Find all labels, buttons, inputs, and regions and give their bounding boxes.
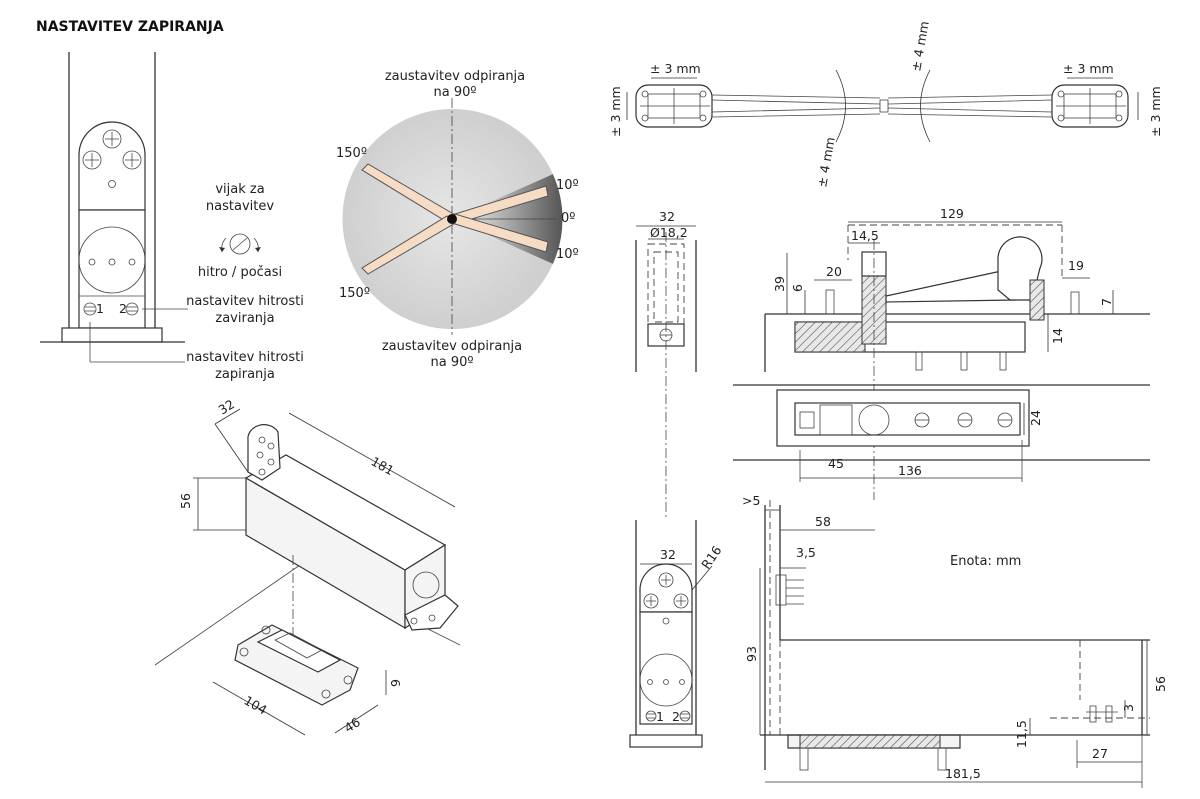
- adjustment-view: [40, 52, 188, 363]
- side-dim-6: 6: [790, 284, 805, 292]
- unit-label: Enota: mm: [950, 554, 1021, 569]
- floor-dim-181-5: 181,5: [945, 766, 981, 781]
- floor-dim-27: 27: [1092, 746, 1108, 761]
- front-dim-dia: Ø18,2: [650, 225, 688, 240]
- valve-1-label: 1: [96, 301, 104, 316]
- bottom-front-valve-1: 1: [656, 709, 664, 724]
- side-dim-19: 19: [1068, 258, 1084, 273]
- tol-angle-bottom: ± 4 mm: [814, 136, 838, 189]
- tolerance-view: [626, 69, 1139, 143]
- page-title: NASTAVITEV ZAPIRANJA: [36, 19, 224, 35]
- side-section-view: [764, 221, 1150, 500]
- screw-label-line2: nastavitev: [206, 199, 274, 214]
- angle-0: 0º: [561, 211, 575, 226]
- bottom-stop-line1: zaustavitev odpiranja: [382, 339, 522, 354]
- side-dim-20: 20: [826, 264, 842, 279]
- side-dim-14: 14: [1050, 328, 1065, 344]
- side-dim-39: 39: [772, 276, 787, 292]
- floor-dim-93: 93: [744, 646, 759, 662]
- bottom-front-r16: R16: [698, 543, 724, 572]
- plan-view: [733, 384, 1150, 482]
- top-stop-line1: zaustavitev odpiranja: [385, 69, 525, 84]
- plan-dim-136: 136: [898, 463, 922, 478]
- closing-speed-line1: nastavitev hitrosti: [186, 294, 304, 309]
- floor-section-view: [759, 500, 1150, 788]
- plan-dim-45: 45: [828, 456, 844, 471]
- tol-top-left-h: ± 3 mm: [650, 61, 701, 76]
- valve-1-icon: [83, 302, 97, 316]
- iso-dim-9: 9: [388, 679, 403, 687]
- iso-dim-104: 104: [242, 693, 270, 718]
- tol-angle-top: ± 4 mm: [908, 20, 932, 73]
- adjust-screw-icon: [219, 233, 261, 255]
- tol-top-left-v: ± 3 mm: [608, 86, 623, 137]
- floor-dim-11-5: 11,5: [1014, 720, 1029, 748]
- floor-dim-58: 58: [815, 514, 831, 529]
- floor-dim-3-5: 3,5: [796, 545, 816, 560]
- tol-top-right-h: ± 3 mm: [1063, 61, 1114, 76]
- angle-150-bottom: 150º: [339, 286, 370, 301]
- top-stop-line2: na 90º: [433, 85, 476, 100]
- iso-dim-32: 32: [216, 396, 237, 417]
- floor-dim-56: 56: [1153, 676, 1168, 692]
- bottom-stop-line2: na 90º: [430, 355, 473, 370]
- floor-dim-gt5: >5: [742, 493, 760, 508]
- speed-label: hitro / počasi: [198, 265, 282, 280]
- bottom-front-valve-2: 2: [672, 709, 680, 724]
- latch-speed-line2: zapiranja: [215, 367, 275, 382]
- tol-top-right-v: ± 3 mm: [1148, 86, 1163, 137]
- floor-dim-3: 3: [1121, 704, 1136, 712]
- angle-10-bottom: 10º: [556, 247, 579, 262]
- closing-speed-line2: zaviranja: [215, 311, 274, 326]
- screw-label-line1: vijak za: [215, 182, 264, 197]
- side-dim-14-5: 14,5: [851, 228, 879, 243]
- opening-angle-diagram: [342, 98, 563, 335]
- side-dim-7: 7: [1099, 298, 1114, 306]
- iso-dim-181: 181: [369, 454, 397, 479]
- iso-dim-46: 46: [341, 714, 363, 735]
- front-view-top: [635, 225, 697, 520]
- latch-speed-line1: nastavitev hitrosti: [186, 350, 304, 365]
- side-dim-129: 129: [940, 206, 964, 221]
- angle-150-top: 150º: [336, 146, 367, 161]
- plan-dim-24: 24: [1028, 410, 1043, 426]
- bottom-front-dim-32: 32: [660, 547, 676, 562]
- angle-10-top: 10º: [556, 178, 579, 193]
- valve-2-icon: [125, 302, 139, 316]
- front-view-bottom: [629, 520, 713, 748]
- valve-2-label: 2: [119, 301, 127, 316]
- iso-dim-56: 56: [178, 493, 193, 509]
- front-dim-32: 32: [659, 209, 675, 224]
- isometric-view: [154, 408, 461, 736]
